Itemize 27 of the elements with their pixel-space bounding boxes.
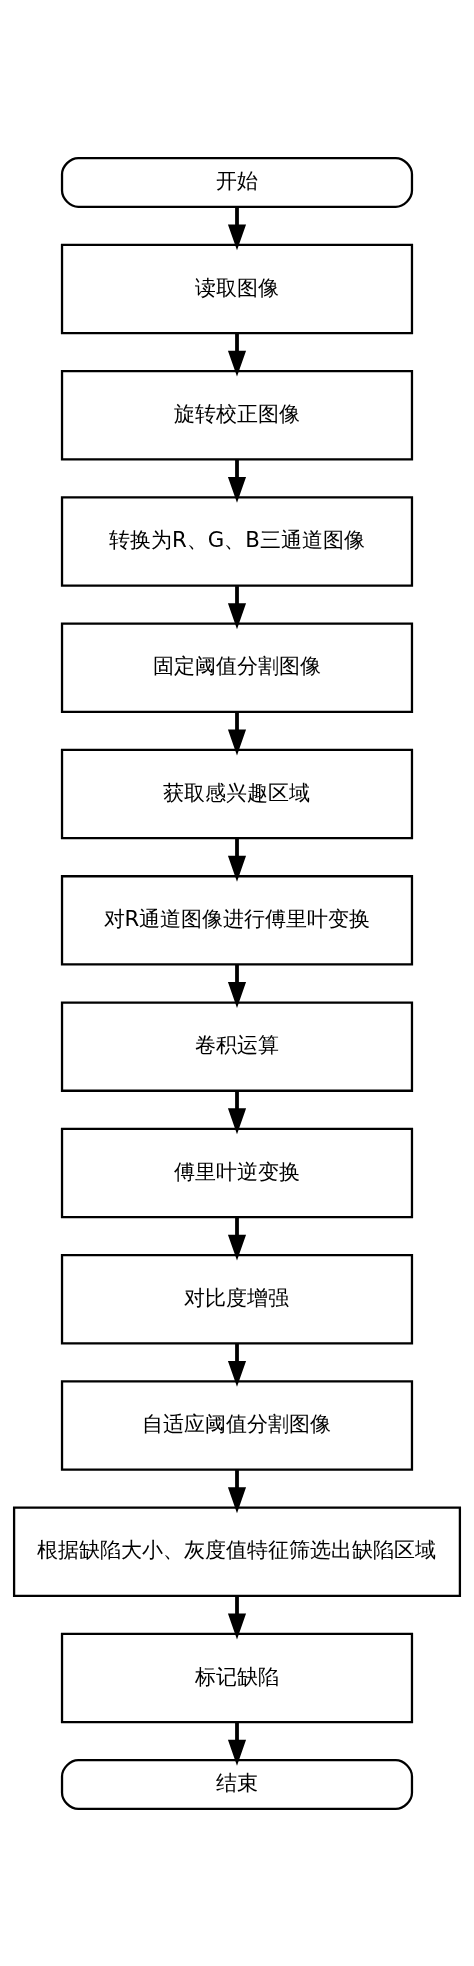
node-box: 旋转校正图像 [60,369,414,460]
node-box: 卷积运算 [60,1000,414,1092]
node-box: 对R通道图像进行傅里叶变换 [60,874,414,966]
node-box: 获取感兴趣区域 [60,748,414,839]
arrow [227,459,247,503]
node-box: 对比度增强 [60,1253,414,1344]
node-box: 标记缺陷 [60,1632,414,1723]
arrow [227,1343,247,1387]
node-box: 转换为R、G、B三通道图像 [60,495,414,587]
arrow [227,1217,247,1261]
arrow [227,1595,247,1639]
arrow [227,711,247,755]
arrow [227,585,247,629]
arrow [227,1469,247,1513]
node-box: 自适应阈值分割图像 [60,1379,414,1471]
arrow [227,1721,247,1766]
arrow [227,838,247,882]
node-box: 傅里叶逆变换 [60,1127,414,1218]
node-box: 读取图像 [60,243,414,334]
node-box: 根据缺陷大小、灰度值特征筛选出缺陷区域 [12,1506,462,1597]
arrow [227,964,247,1008]
node-box: 固定阈值分割图像 [60,622,414,713]
arrow [227,1090,247,1134]
arrow [227,333,247,377]
arrow [227,206,247,250]
node-box: 结束 [60,1758,414,1810]
node-box: 开始 [60,156,414,208]
